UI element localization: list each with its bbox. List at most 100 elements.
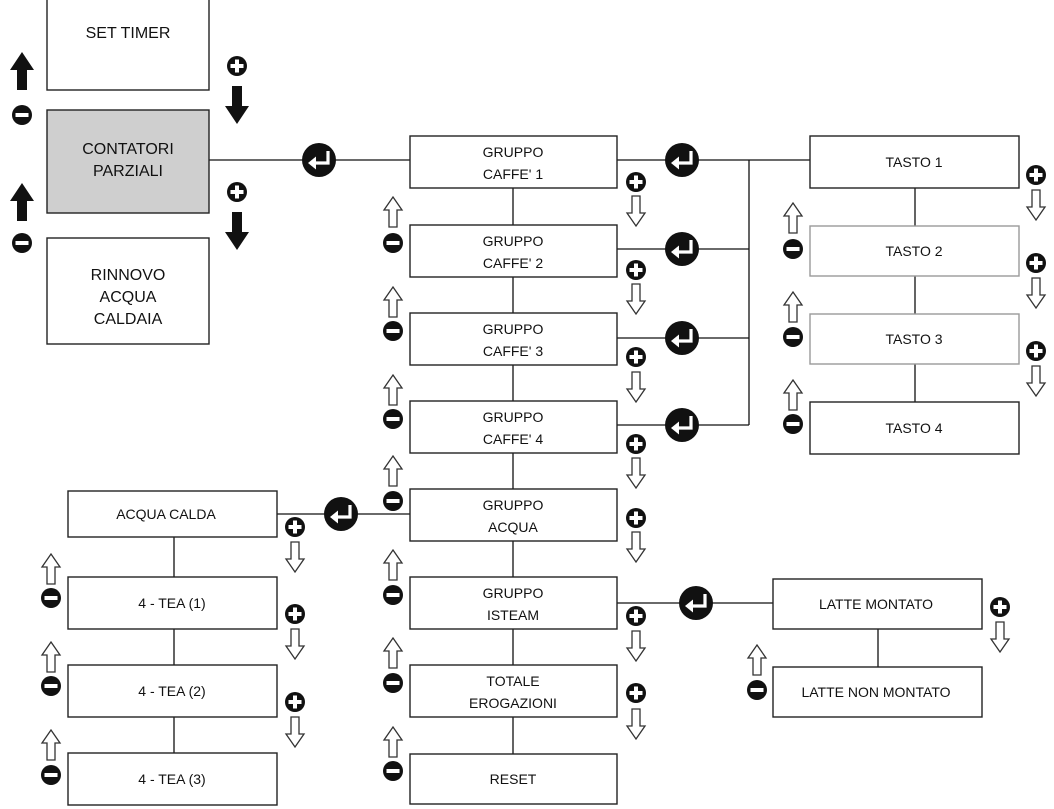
main-menu: SET TIMER CONTATORI PARZIALI RINNOVO ACQ… <box>10 0 338 345</box>
outline-down-arrow-icon <box>626 531 646 563</box>
outline-down-arrow-icon <box>626 457 646 489</box>
outline-up-arrow-icon <box>41 729 61 761</box>
outline-down-arrow-icon <box>1026 365 1046 397</box>
minus-icon <box>41 588 61 608</box>
gruppo-column: GRUPPO CAFFE' 1 GRUPPO CAFFE' 2 GRUPPO C… <box>383 135 701 805</box>
gruppo-caffe-2-line1: GRUPPO <box>483 233 544 249</box>
outline-up-arrow-icon <box>383 549 403 581</box>
tasto-1-label: TASTO 1 <box>885 154 942 170</box>
gruppo-isteam-line1: GRUPPO <box>483 585 544 601</box>
totale-erogazioni-line2: EROGAZIONI <box>469 695 557 711</box>
tea-2-label: 4 - TEA (2) <box>138 683 205 699</box>
outline-up-arrow-icon <box>383 374 403 406</box>
gruppo-caffe-1-line2: CAFFE' 1 <box>483 166 543 182</box>
solid-down-arrow-icon <box>225 212 249 250</box>
minus-icon <box>783 239 803 259</box>
gruppo-caffe-4-line1: GRUPPO <box>483 409 544 425</box>
acqua-calda-box[interactable] <box>67 490 278 538</box>
outline-up-arrow-icon <box>383 455 403 487</box>
plus-icon <box>285 604 305 624</box>
totale-erogazioni-line1: TOTALE <box>486 673 539 689</box>
rinnovo-label-line3: CALDAIA <box>94 311 163 328</box>
plus-icon <box>626 606 646 626</box>
gruppo-acqua-line1: GRUPPO <box>483 497 544 513</box>
tea-2-box[interactable] <box>67 664 278 718</box>
plus-icon <box>285 692 305 712</box>
tasto-1-box[interactable] <box>809 135 1020 189</box>
gruppo-caffe-2-box[interactable] <box>409 224 618 278</box>
outline-up-arrow-icon <box>41 641 61 673</box>
minus-icon <box>383 233 403 253</box>
minus-icon <box>747 680 767 700</box>
outline-down-arrow-icon <box>285 541 305 573</box>
totale-erogazioni-box[interactable] <box>409 664 618 718</box>
gruppo-isteam-box[interactable] <box>409 576 618 630</box>
tasto-2-label: TASTO 2 <box>885 243 942 259</box>
minus-icon <box>12 105 32 125</box>
outline-up-arrow-icon <box>783 202 803 234</box>
enter-icon <box>663 406 701 444</box>
minus-icon <box>783 414 803 434</box>
tea-3-box[interactable] <box>67 752 278 806</box>
outline-up-arrow-icon <box>747 644 767 676</box>
outline-down-arrow-icon <box>626 283 646 315</box>
outline-down-arrow-icon <box>990 621 1010 653</box>
reset-label: RESET <box>490 771 537 787</box>
latte-montato-label: LATTE MONTATO <box>819 596 933 612</box>
rinnovo-acqua-caldaia-box[interactable] <box>46 237 210 345</box>
outline-down-arrow-icon <box>626 630 646 662</box>
outline-up-arrow-icon <box>383 637 403 669</box>
plus-icon <box>1026 165 1046 185</box>
tasto-3-label: TASTO 3 <box>885 331 942 347</box>
outline-up-arrow-icon <box>383 726 403 758</box>
reset-box[interactable] <box>409 753 618 805</box>
enter-icon <box>322 495 360 533</box>
contatori-parziali-box[interactable] <box>46 109 210 214</box>
plus-icon <box>227 182 247 202</box>
set-timer-box[interactable] <box>46 0 210 91</box>
gruppo-acqua-line2: ACQUA <box>488 519 538 535</box>
latte-montato-box[interactable] <box>772 578 983 630</box>
solid-down-arrow-icon <box>225 86 249 124</box>
outline-down-arrow-icon <box>285 628 305 660</box>
gruppo-caffe-3-box[interactable] <box>409 312 618 366</box>
tea-3-label: 4 - TEA (3) <box>138 771 205 787</box>
outline-down-arrow-icon <box>626 371 646 403</box>
outline-up-arrow-icon <box>41 553 61 585</box>
outline-down-arrow-icon <box>1026 277 1046 309</box>
rinnovo-label-line2: ACQUA <box>100 289 157 306</box>
minus-icon <box>41 765 61 785</box>
tasto-3-box[interactable] <box>809 313 1020 365</box>
minus-icon <box>383 585 403 605</box>
plus-icon <box>285 517 305 537</box>
enter-icon <box>300 141 338 179</box>
plus-icon <box>990 597 1010 617</box>
acqua-calda-column: ACQUA CALDA 4 - TEA (1) 4 - TEA (2) 4 - … <box>41 490 360 806</box>
minus-icon <box>383 673 403 693</box>
plus-icon <box>626 508 646 528</box>
minus-icon <box>41 676 61 696</box>
gruppo-caffe-1-box[interactable] <box>409 135 618 189</box>
plus-icon <box>626 172 646 192</box>
latte-column: LATTE MONTATO LATTE NON MONTATO <box>677 578 1010 718</box>
gruppo-caffe-3-line2: CAFFE' 3 <box>483 343 543 359</box>
latte-non-montato-label: LATTE NON MONTATO <box>801 684 950 700</box>
gruppo-acqua-box[interactable] <box>409 488 618 542</box>
solid-up-arrow-icon <box>10 52 34 90</box>
enter-icon <box>663 319 701 357</box>
minus-icon <box>383 409 403 429</box>
outline-up-arrow-icon <box>383 286 403 318</box>
latte-non-montato-box[interactable] <box>772 666 983 718</box>
outline-down-arrow-icon <box>626 195 646 227</box>
tasto-4-box[interactable] <box>809 401 1020 455</box>
plus-icon <box>1026 341 1046 361</box>
tasto-2-box[interactable] <box>809 225 1020 277</box>
outline-down-arrow-icon <box>1026 189 1046 221</box>
plus-icon <box>626 683 646 703</box>
gruppo-caffe-4-box[interactable] <box>409 400 618 454</box>
outline-down-arrow-icon <box>626 708 646 740</box>
plus-icon <box>1026 253 1046 273</box>
solid-up-arrow-icon <box>10 183 34 221</box>
tea-1-box[interactable] <box>67 576 278 630</box>
